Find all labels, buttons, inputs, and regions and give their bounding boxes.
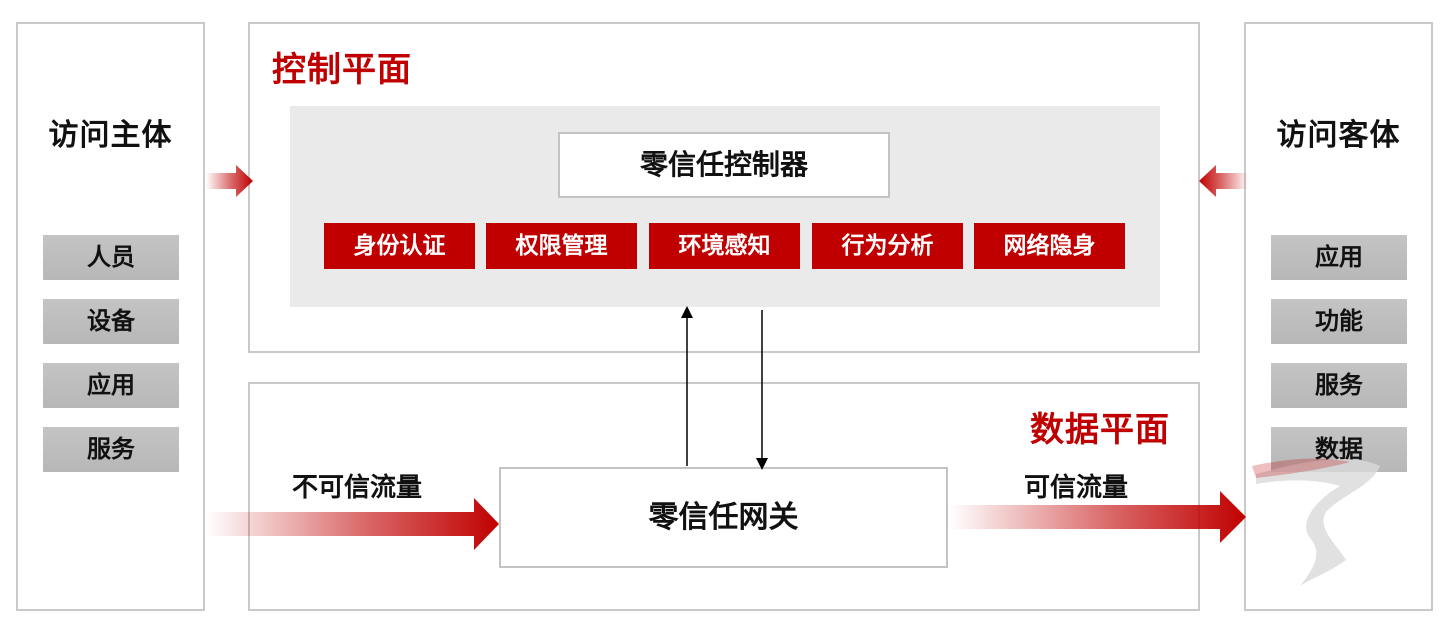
- subject-to-control-arrow: [206, 165, 253, 197]
- untrusted-flow-label: 不可信流量: [292, 473, 423, 503]
- control-plane-title: 控制平面: [272, 50, 412, 90]
- capability-identity-auth: 身份认证: [324, 223, 475, 269]
- object-item-service: 服务: [1271, 363, 1407, 408]
- object-item-function: 功能: [1271, 299, 1407, 344]
- access-object-title: 访问客体: [1276, 118, 1401, 153]
- zero-trust-gateway: 零信任网关: [499, 467, 948, 568]
- capability-network-stealth: 网络隐身: [974, 223, 1125, 269]
- access-subject-panel: 访问主体 人员 设备 应用 服务: [16, 22, 205, 611]
- object-item-application: 应用: [1271, 235, 1407, 280]
- data-plane-title: 数据平面: [1030, 410, 1170, 450]
- capability-env-awareness: 环境感知: [649, 223, 800, 269]
- object-to-control-arrow: [1199, 165, 1248, 197]
- subject-item-application: 应用: [43, 363, 179, 408]
- access-object-panel: 访问客体 应用 功能 服务 数据: [1244, 22, 1433, 611]
- trusted-flow-label: 可信流量: [1024, 473, 1129, 503]
- capability-permission-mgmt: 权限管理: [486, 223, 637, 269]
- subject-item-person: 人员: [43, 235, 179, 280]
- untrusted-flow-arrow: [206, 498, 499, 550]
- capability-behavior-analysis: 行为分析: [812, 223, 963, 269]
- zero-trust-controller: 零信任控制器: [558, 132, 890, 198]
- trusted-flow-arrow: [950, 491, 1246, 543]
- object-item-data: 数据: [1271, 427, 1407, 472]
- subject-item-service: 服务: [43, 427, 179, 472]
- access-subject-title: 访问主体: [48, 118, 173, 153]
- subject-item-device: 设备: [43, 299, 179, 344]
- decorative-brush-stroke: [1256, 459, 1380, 586]
